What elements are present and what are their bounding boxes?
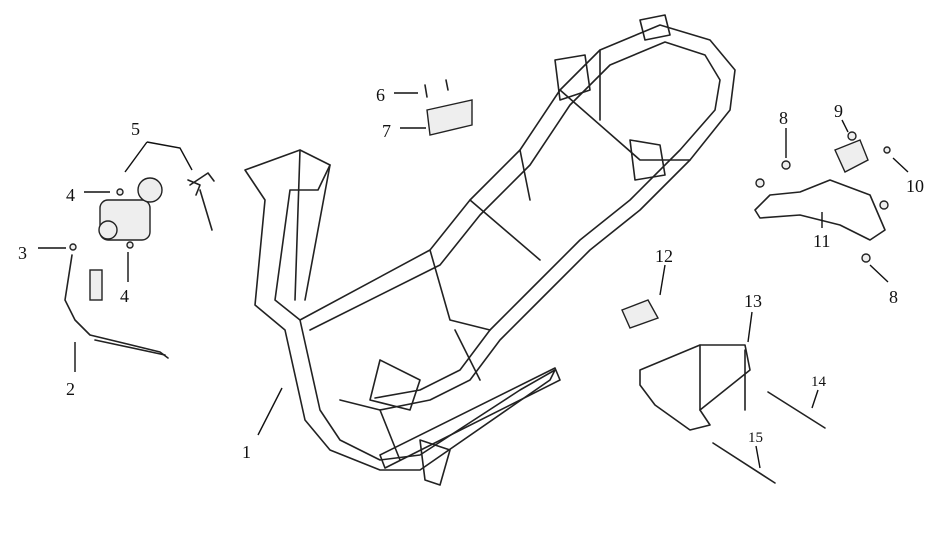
callout-6: 6	[376, 85, 385, 105]
callout-4-lower: 4	[120, 286, 129, 306]
plate-and-screws	[424, 79, 473, 136]
callout-9: 9	[834, 101, 843, 121]
main-frame	[244, 14, 736, 486]
ignition-switch-assembly	[64, 172, 215, 359]
callout-8-lower: 8	[889, 287, 898, 307]
callout-15: 15	[748, 430, 763, 446]
callout-labels: 1 2 3 4 4 5 6 7 8 9 10 11 8 12 13 14 15	[18, 85, 924, 462]
callout-12: 12	[655, 246, 673, 266]
callout-7: 7	[382, 121, 391, 141]
leader-lines	[38, 92, 909, 469]
callout-13: 13	[744, 291, 762, 311]
callout-4-upper: 4	[66, 185, 75, 205]
callout-1: 1	[242, 442, 251, 462]
callout-5: 5	[131, 119, 140, 139]
callout-10: 10	[906, 176, 924, 196]
engine-mount-parts	[621, 299, 826, 484]
bracket-assembly	[754, 131, 891, 263]
callout-3: 3	[18, 243, 27, 263]
callout-8-upper: 8	[779, 108, 788, 128]
callout-2: 2	[66, 379, 75, 399]
callout-14: 14	[811, 374, 827, 390]
callout-11: 11	[813, 231, 830, 251]
